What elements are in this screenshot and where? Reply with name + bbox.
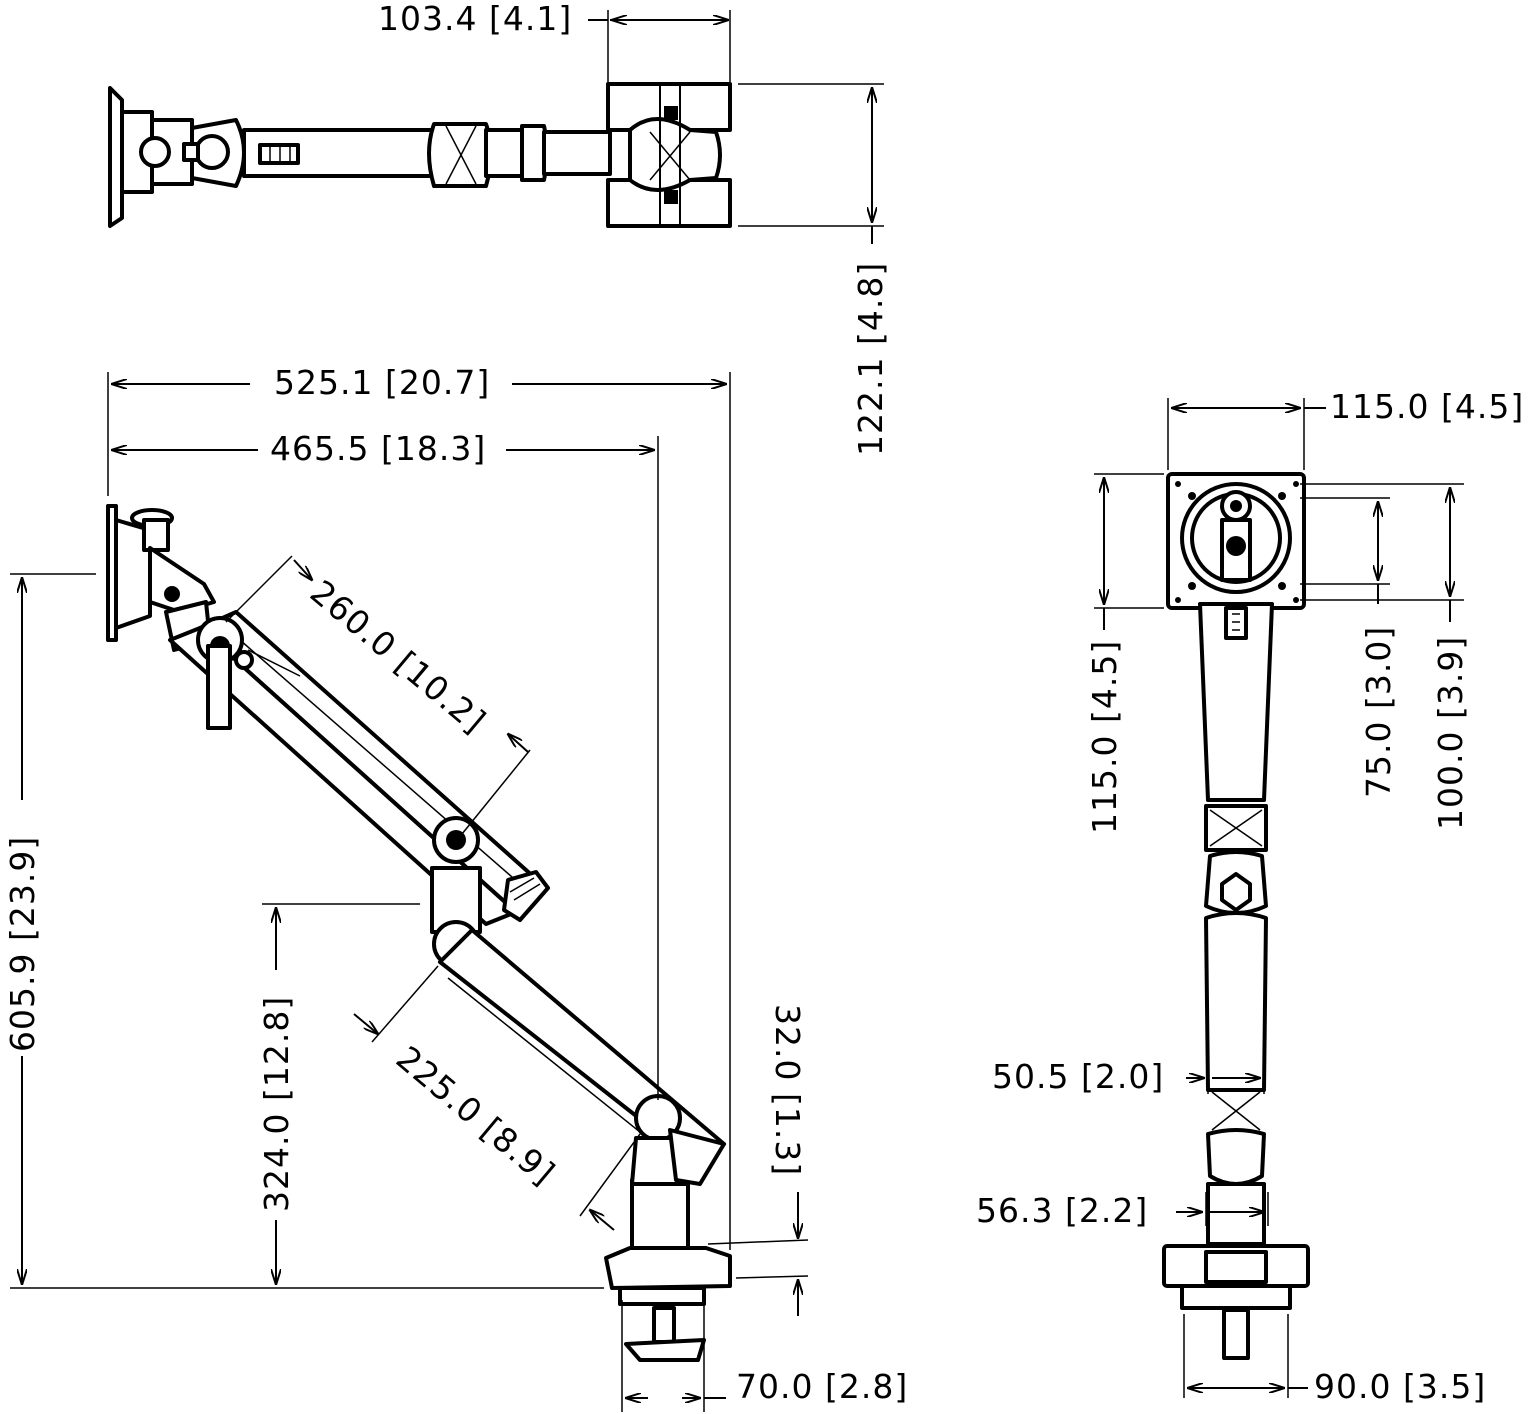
top-view-arm-drawing bbox=[108, 82, 732, 228]
dim-clamp-width-front-label: 90.0 [3.5] bbox=[1314, 1367, 1486, 1406]
dim-clamp-plate: 32.0 [1.3] bbox=[707, 1004, 809, 1316]
dim-max-height-label: 605.9 [23.9] bbox=[3, 836, 42, 1052]
dim-lower-arm-height-label: 324.0 [12.8] bbox=[257, 996, 296, 1212]
dim-pole-width: 56.3 [2.2] bbox=[976, 1191, 1269, 1230]
dim-vesa-100-label: 100.0 [3.9] bbox=[1431, 636, 1470, 830]
front-view: 115.0 [4.5] 115.0 [4.5] 75.0 [3.0] bbox=[976, 387, 1524, 1406]
dim-arm-depth: 103.4 [4.1] bbox=[378, 0, 731, 82]
side-view-arm-drawing bbox=[106, 504, 732, 1362]
dim-plate-height-label: 115.0 [4.5] bbox=[1085, 640, 1124, 834]
dim-pole-reach-label: 465.5 [18.3] bbox=[270, 429, 486, 468]
dim-clamp-width-top-label: 122.1 [4.8] bbox=[851, 262, 890, 456]
dim-clamp-width-front: 90.0 [3.5] bbox=[1183, 1314, 1486, 1406]
dim-plate-width-label: 115.0 [4.5] bbox=[1330, 387, 1524, 426]
dim-vesa-75: 75.0 [3.0] bbox=[1300, 497, 1398, 798]
dim-lower-arm-height: 324.0 [12.8] bbox=[257, 903, 420, 1284]
dim-pole-reach: 465.5 [18.3] bbox=[112, 429, 659, 1100]
dim-clamp-width-top: 122.1 [4.8] bbox=[738, 83, 890, 456]
side-view: 525.1 [20.7] 465.5 [18.3] 260.0 [10.2] 2… bbox=[3, 363, 908, 1412]
dim-plate-width: 115.0 [4.5] bbox=[1167, 387, 1524, 470]
dim-max-height: 605.9 [23.9] bbox=[3, 573, 604, 1289]
dim-overall-reach-label: 525.1 [20.7] bbox=[274, 363, 490, 402]
dim-lower-arm-label: 225.0 [8.9] bbox=[389, 1038, 563, 1193]
dim-pole-width-label: 56.3 [2.2] bbox=[976, 1191, 1148, 1230]
dim-overall-reach: 525.1 [20.7] bbox=[107, 363, 731, 1250]
dim-vesa-100: 100.0 [3.9] bbox=[1300, 483, 1470, 830]
dim-arm-width-label: 50.5 [2.0] bbox=[992, 1057, 1164, 1096]
dim-clamp-base: 70.0 [2.8] bbox=[621, 1300, 908, 1412]
dim-clamp-plate-label: 32.0 [1.3] bbox=[768, 1004, 807, 1176]
top-view: 103.4 [4.1] 122.1 [4.8] bbox=[108, 0, 890, 456]
front-view-arm-drawing bbox=[1162, 472, 1310, 1360]
dim-clamp-base-label: 70.0 [2.8] bbox=[736, 1367, 908, 1406]
dim-plate-height: 115.0 [4.5] bbox=[1085, 473, 1164, 834]
dim-vesa-75-label: 75.0 [3.0] bbox=[1359, 626, 1398, 798]
dim-arm-depth-label: 103.4 [4.1] bbox=[378, 0, 572, 38]
dim-arm-width: 50.5 [2.0] bbox=[992, 1057, 1265, 1096]
